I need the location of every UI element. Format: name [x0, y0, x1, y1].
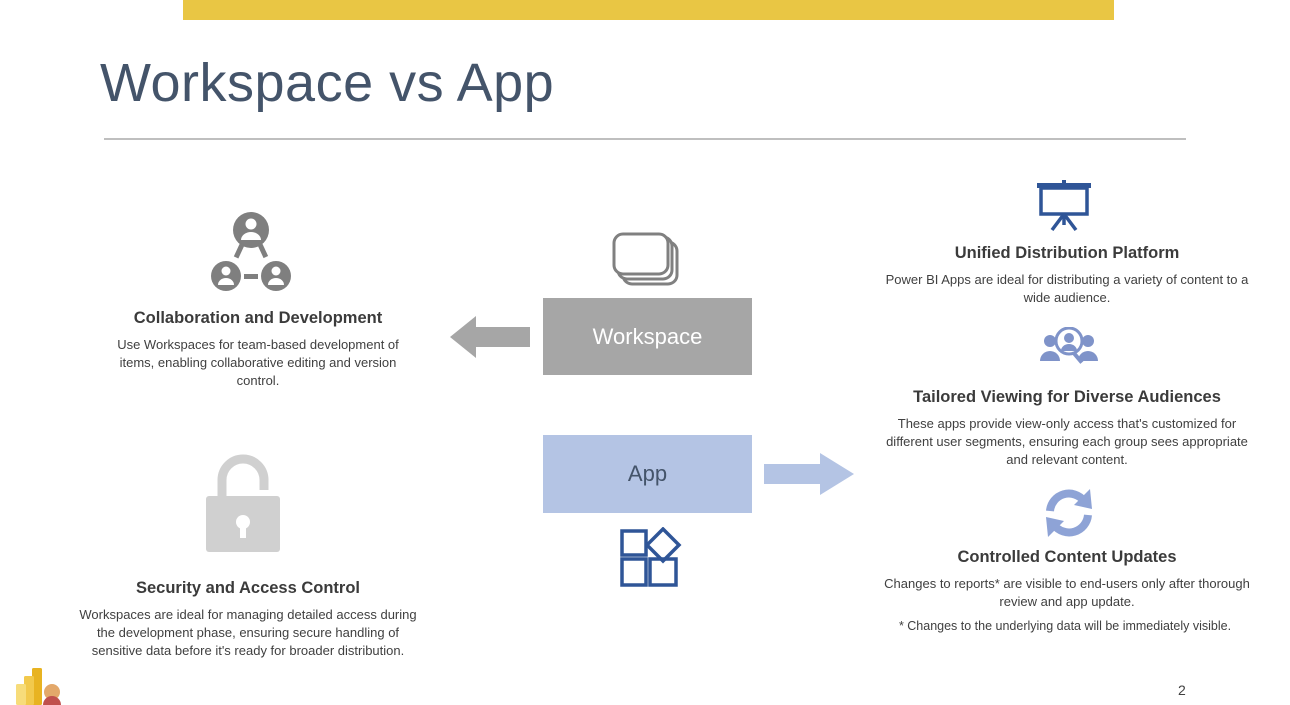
- distribution-text: Power BI Apps are ideal for distributing…: [885, 272, 1249, 305]
- presentation-board-icon: [1037, 180, 1091, 232]
- security-title: Security and Access Control: [135, 579, 361, 597]
- collaboration-title: Collaboration and Development: [133, 309, 383, 327]
- open-padlock-icon: [206, 454, 280, 552]
- collaboration-text: Use Workspaces for team-based developmen…: [117, 337, 399, 388]
- power-bi-logo: [16, 668, 61, 705]
- updates-text: Changes to reports* are visible to end-u…: [884, 576, 1250, 609]
- refresh-cycle-icon: [1046, 489, 1092, 537]
- apps-grid-icon: [620, 527, 682, 587]
- security-text: Workspaces are ideal for managing detail…: [79, 607, 417, 658]
- accent-top-bar: [183, 0, 1114, 20]
- viewing-feature: Tailored Viewing for Diverse Audiences T…: [880, 388, 1254, 469]
- distribution-feature: Unified Distribution Platform Power BI A…: [880, 244, 1254, 307]
- updates-feature: Controlled Content Updates Changes to re…: [880, 548, 1254, 611]
- audience-icon: [1040, 327, 1098, 364]
- distribution-title: Unified Distribution Platform: [954, 244, 1180, 262]
- page-number: 2: [1178, 682, 1186, 698]
- slide-title: Workspace vs App: [100, 53, 555, 113]
- workspace-box: Workspace: [543, 298, 752, 375]
- updates-footnote: * Changes to the underlying data will be…: [898, 619, 1232, 633]
- arrow-left-icon: [450, 316, 530, 358]
- stacked-pages-icon: [612, 232, 679, 286]
- viewing-title: Tailored Viewing for Diverse Audiences: [913, 388, 1221, 406]
- title-divider: [104, 138, 1186, 140]
- security-feature: Security and Access Control Workspaces a…: [70, 579, 426, 660]
- app-box: App: [543, 435, 752, 513]
- arrow-right-icon: [764, 453, 854, 495]
- collaboration-feature: Collaboration and Development Use Worksp…: [100, 309, 416, 390]
- updates-title: Controlled Content Updates: [957, 548, 1177, 566]
- team-network-icon: [211, 212, 291, 291]
- viewing-text: These apps provide view-only access that…: [886, 416, 1248, 467]
